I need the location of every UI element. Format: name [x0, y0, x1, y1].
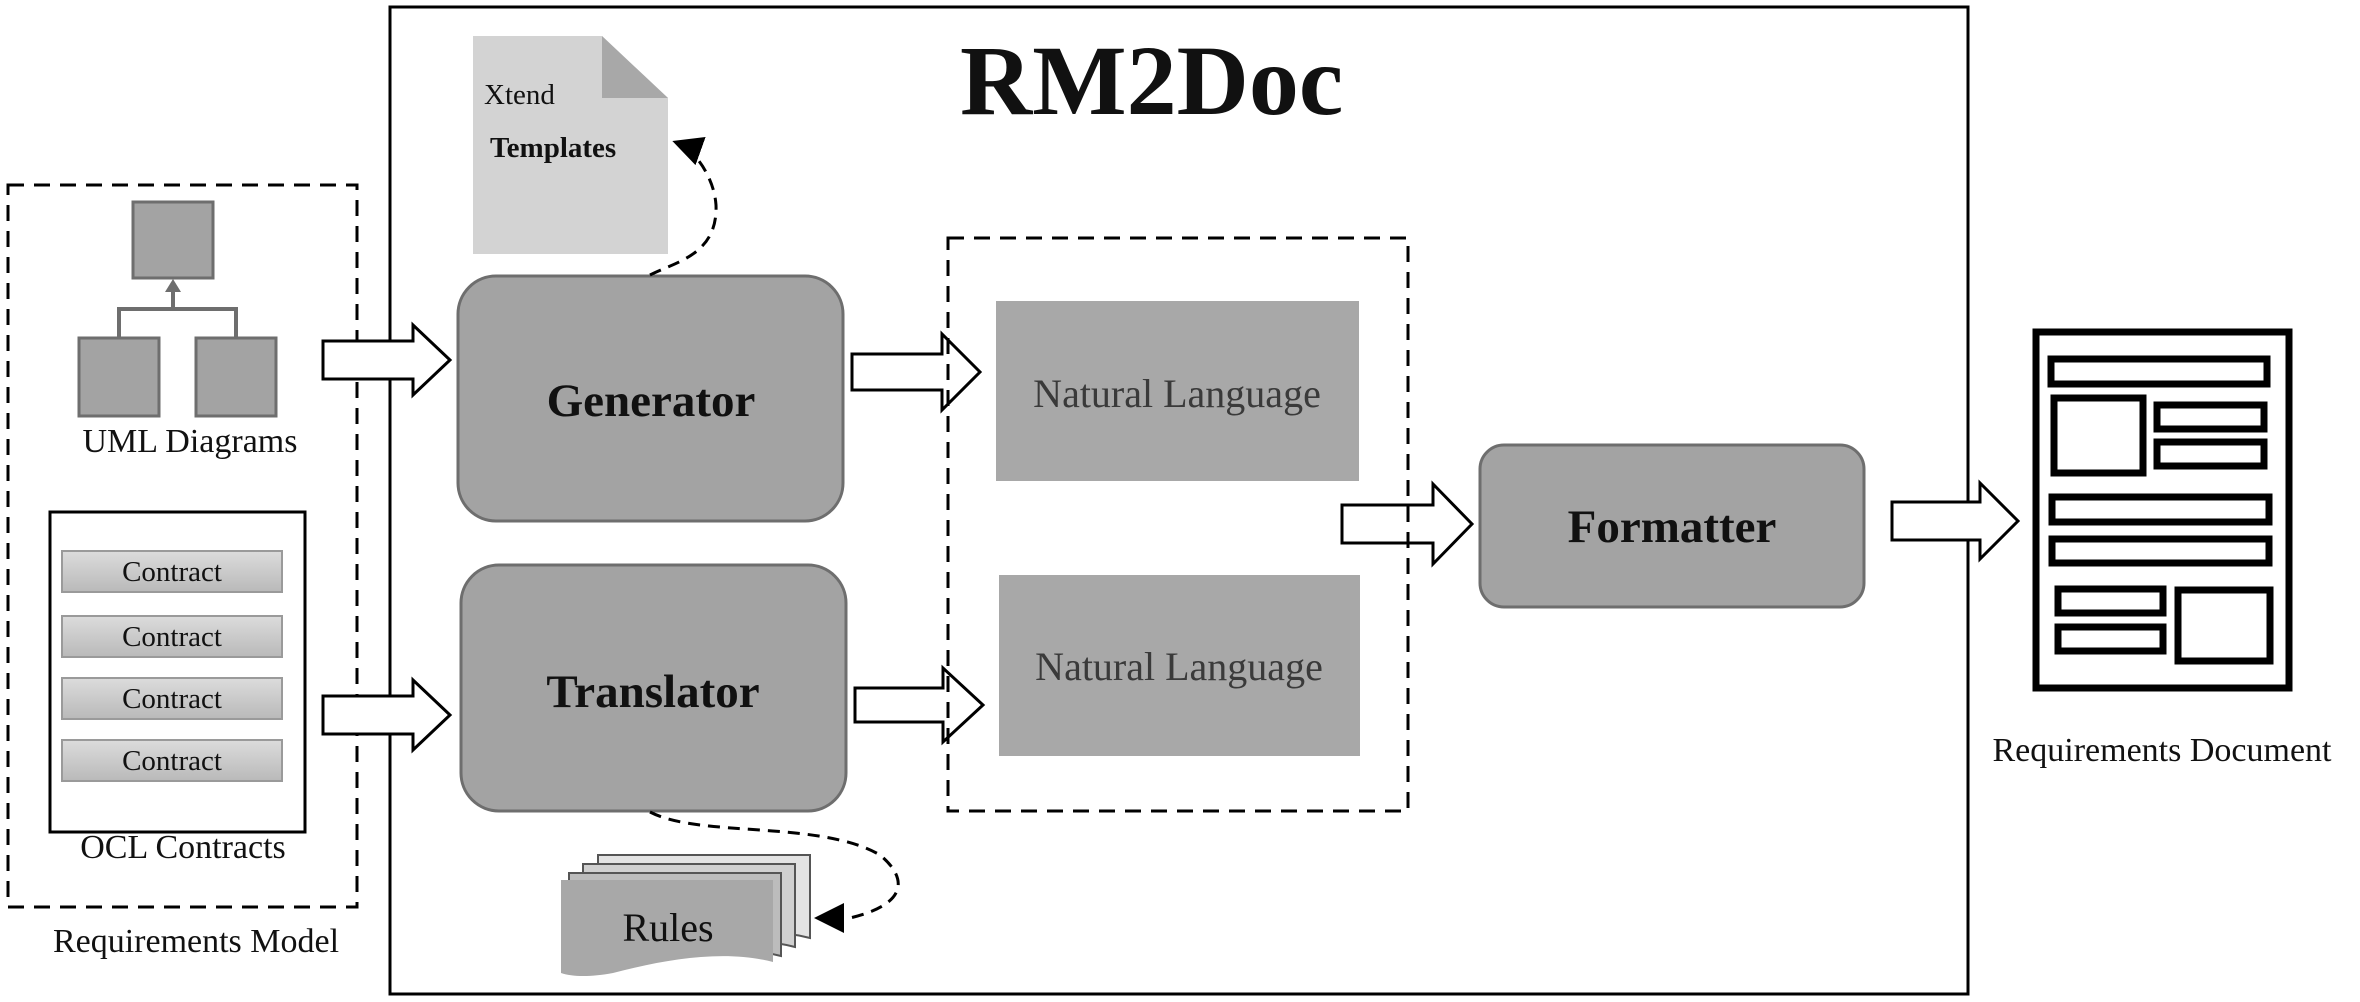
- ocl-contracts-label: OCL Contracts: [80, 829, 286, 866]
- generator-box: [456, 274, 845, 523]
- contract-label-3: Contract: [122, 683, 222, 715]
- natural-language-box-2: [999, 575, 1360, 756]
- templates-label: Templates: [490, 132, 617, 164]
- xtend-label: Xtend: [484, 79, 555, 111]
- contract-label-2: Contract: [122, 621, 222, 653]
- translator-label: Translator: [546, 666, 760, 718]
- generator-label: Generator: [546, 375, 756, 427]
- arrow-uml-to-generator: [321, 321, 453, 399]
- arrow-nl-to-formatter: [1340, 480, 1475, 568]
- requirements-model-label: Requirements Model: [52, 923, 340, 960]
- formatter-label: Formatter: [1567, 501, 1777, 553]
- arrow-translator-to-nl: [853, 664, 986, 746]
- natural-language-label-2: Natural Language: [1035, 644, 1323, 689]
- natural-language-container: [946, 236, 1410, 813]
- rules-stack-icon: [561, 854, 811, 976]
- uml-diagrams-label: UML Diagrams: [82, 423, 298, 460]
- requirements-document-label: Requirements Document: [1992, 732, 2332, 769]
- arrow-formatter-to-document: [1890, 479, 2021, 563]
- translator-to-rules-link: [649, 810, 900, 933]
- translator-box: [459, 563, 848, 813]
- requirements-model-box: [6, 183, 359, 909]
- formatter-box: [1478, 443, 1866, 609]
- natural-language-label-1: Natural Language: [1033, 371, 1321, 416]
- uml-diagram-icon: [77, 200, 278, 418]
- arrow-ocl-to-translator: [321, 676, 453, 754]
- contract-label-1: Contract: [122, 556, 222, 588]
- contract-bars: [61, 550, 283, 782]
- generator-to-templates-link: [649, 136, 718, 277]
- requirements-document-icon: [2032, 328, 2293, 692]
- natural-language-box-1: [996, 301, 1359, 481]
- rules-label: Rules: [622, 905, 714, 950]
- contract-label-4: Contract: [122, 745, 222, 777]
- diagram-title: RM2Doc: [960, 25, 1344, 136]
